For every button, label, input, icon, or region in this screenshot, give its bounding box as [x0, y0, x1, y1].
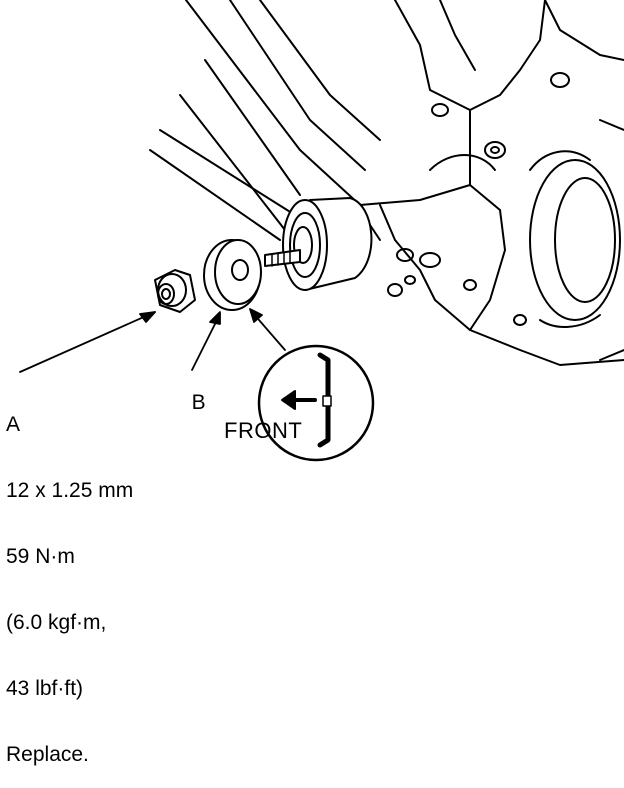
bushing-assembly [264, 197, 373, 291]
left-arrow-icon [281, 390, 317, 410]
front-direction-indicator [257, 344, 375, 462]
replace-note: Replace. [6, 743, 89, 766]
subframe-casting [185, 0, 624, 366]
callout-b-letter: B [191, 391, 206, 414]
leader-line-b [191, 317, 219, 371]
callout-b: B [180, 370, 206, 414]
torque-nm-spec: 59 N·m [6, 545, 75, 568]
torque-kgfm-spec: (6.0 kgf·m, [6, 611, 107, 634]
bolt-size-spec: 12 x 1.25 mm [6, 479, 134, 502]
arrowhead-a [139, 311, 156, 323]
arrowhead-b [209, 311, 221, 325]
flange-nut-a [154, 269, 196, 313]
washer-b [203, 239, 262, 311]
control-arm [149, 59, 301, 241]
leader-lines [19, 308, 286, 373]
exploded-view-illustration [19, 0, 624, 462]
front-label: FRONT [224, 418, 303, 443]
callout-a: A 12 x 1.25 mm 59 N·m (6.0 kgf·m, 43 lbf… [6, 370, 133, 788]
torque-lbfft-spec: 43 lbf·ft) [6, 677, 84, 700]
arrowhead-front [249, 308, 263, 323]
callout-a-letter: A [6, 413, 21, 436]
leader-line-a [19, 311, 156, 373]
